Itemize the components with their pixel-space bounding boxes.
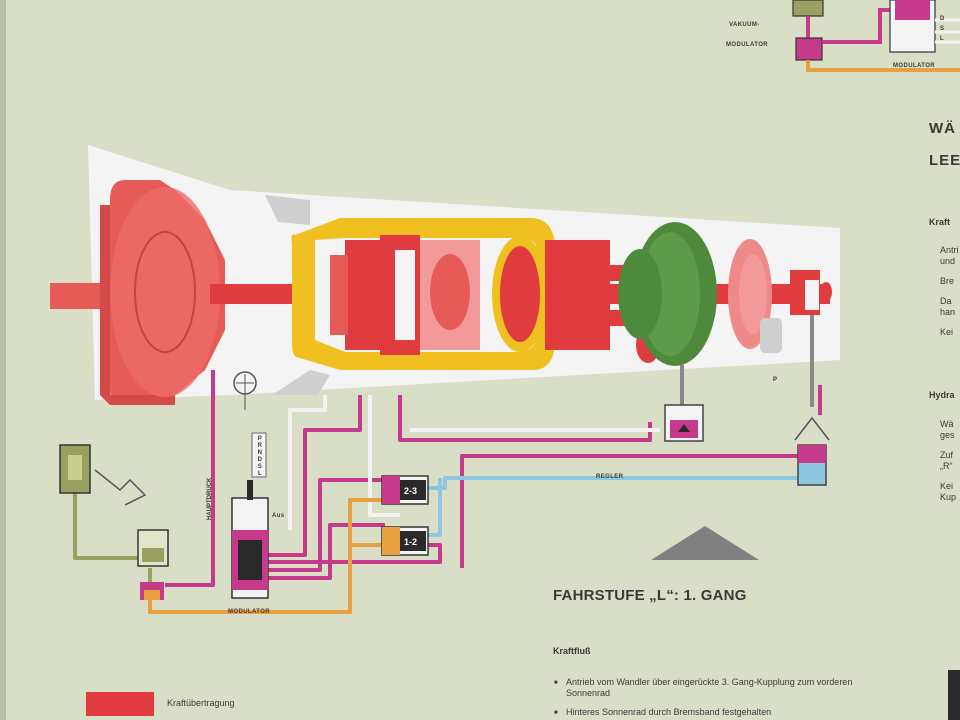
right-hydra-item-2: ges bbox=[940, 430, 955, 440]
governor-line bbox=[428, 476, 798, 490]
right-kraft-item-4: Da bbox=[940, 296, 952, 306]
right-heading-1: WÄ bbox=[929, 120, 956, 137]
right-kraft-item-3: Bre bbox=[940, 276, 955, 286]
main-pressure-line bbox=[165, 370, 215, 587]
vacuum-unit bbox=[59, 444, 147, 506]
orange-line-1 bbox=[148, 498, 385, 614]
main-pressure-line-7 bbox=[268, 543, 442, 564]
servo-rod bbox=[680, 365, 684, 407]
hauptdruck-label: HAUPTDRUCK bbox=[207, 477, 213, 520]
white-line-1 bbox=[288, 395, 327, 530]
kraftfluss-item-1: Antrieb vom Wandler über eingerückte 3. … bbox=[554, 677, 886, 699]
valve-1-2: 1-2 bbox=[381, 526, 429, 556]
clutch-housing-bottom bbox=[272, 370, 330, 395]
right-kraft-item-5: han bbox=[940, 307, 956, 317]
governor-line-2 bbox=[428, 478, 442, 537]
governor-rod bbox=[810, 315, 814, 407]
vacuum-line bbox=[73, 490, 138, 560]
white-line-2 bbox=[368, 395, 400, 517]
right-edge-object bbox=[948, 670, 960, 720]
servo-arrow bbox=[678, 424, 690, 432]
page-title: FAHRSTUFE „L“: 1. GANG bbox=[553, 587, 747, 604]
oil-pump bbox=[233, 371, 257, 410]
right-hydra-item-6: Kup bbox=[940, 492, 957, 502]
clutch-housing-top bbox=[265, 195, 310, 225]
main-pressure-line-6 bbox=[460, 454, 800, 568]
right-section-kraft: Kraft bbox=[929, 217, 951, 227]
legend-swatch-power bbox=[86, 692, 154, 716]
top-modulator-label: MODULATOR bbox=[893, 63, 936, 69]
legend-label: Kraftübertragung bbox=[167, 698, 235, 708]
modulator-label: MODULATOR bbox=[228, 609, 271, 615]
aus-label: Aus bbox=[272, 513, 285, 519]
manual-valve bbox=[231, 480, 269, 599]
main-pressure-line-5 bbox=[398, 395, 652, 442]
right-hydra-item-4: „R“ bbox=[940, 461, 953, 471]
torque-converter bbox=[50, 180, 225, 405]
vacuum-modulator-label-1: VAKUUM- bbox=[729, 22, 760, 28]
main-pressure-line-2 bbox=[268, 395, 362, 557]
right-hydra-item-3: Zuf bbox=[940, 450, 954, 460]
right-section-hydra: Hydra bbox=[929, 390, 955, 400]
park-pawl bbox=[760, 318, 782, 353]
mini-dsl-label: D S L bbox=[940, 16, 945, 42]
poster-edge bbox=[0, 0, 6, 720]
right-heading-2: LEE bbox=[929, 152, 960, 169]
right-kraft-item-2: und bbox=[940, 256, 956, 266]
main-pressure-line-4 bbox=[268, 523, 385, 580]
selector-label: P R N D S L bbox=[257, 436, 263, 477]
vacuum-modulator-label-2: MODULATOR bbox=[726, 42, 769, 48]
right-hydra-item-5: Kei bbox=[940, 481, 954, 491]
kraftfluss-item-2: Hinteres Sonnenrad durch Bremsband festg… bbox=[554, 707, 886, 719]
output-end bbox=[820, 282, 832, 302]
governor-cap bbox=[805, 280, 819, 310]
valve-2-3-label: 2-3 bbox=[404, 486, 417, 496]
selector-scale bbox=[251, 432, 267, 478]
main-pressure-line-3 bbox=[268, 478, 385, 572]
ring-gear bbox=[492, 236, 548, 352]
right-kraft-item-6: Kei bbox=[940, 327, 954, 337]
output-disc bbox=[618, 222, 717, 366]
governor-valve-top bbox=[798, 445, 826, 463]
right-kraft-item-1: Antri bbox=[940, 245, 959, 255]
top-diagram-fragment bbox=[792, 0, 960, 72]
hydraulic-lines bbox=[73, 370, 822, 614]
governor-weights bbox=[794, 416, 830, 441]
park-label: P bbox=[773, 377, 778, 383]
clutch-pack bbox=[330, 235, 480, 355]
valve-2-3: 2-3 bbox=[381, 475, 429, 505]
regler-label: REGLER bbox=[596, 474, 624, 480]
right-hydra-item-1: Wä bbox=[940, 419, 954, 429]
decorative-triangle bbox=[651, 526, 759, 560]
valve-1-2-label: 1-2 bbox=[404, 537, 417, 547]
modulator-valve bbox=[137, 529, 169, 600]
kraftfluss-title: Kraftfluß bbox=[553, 646, 591, 656]
